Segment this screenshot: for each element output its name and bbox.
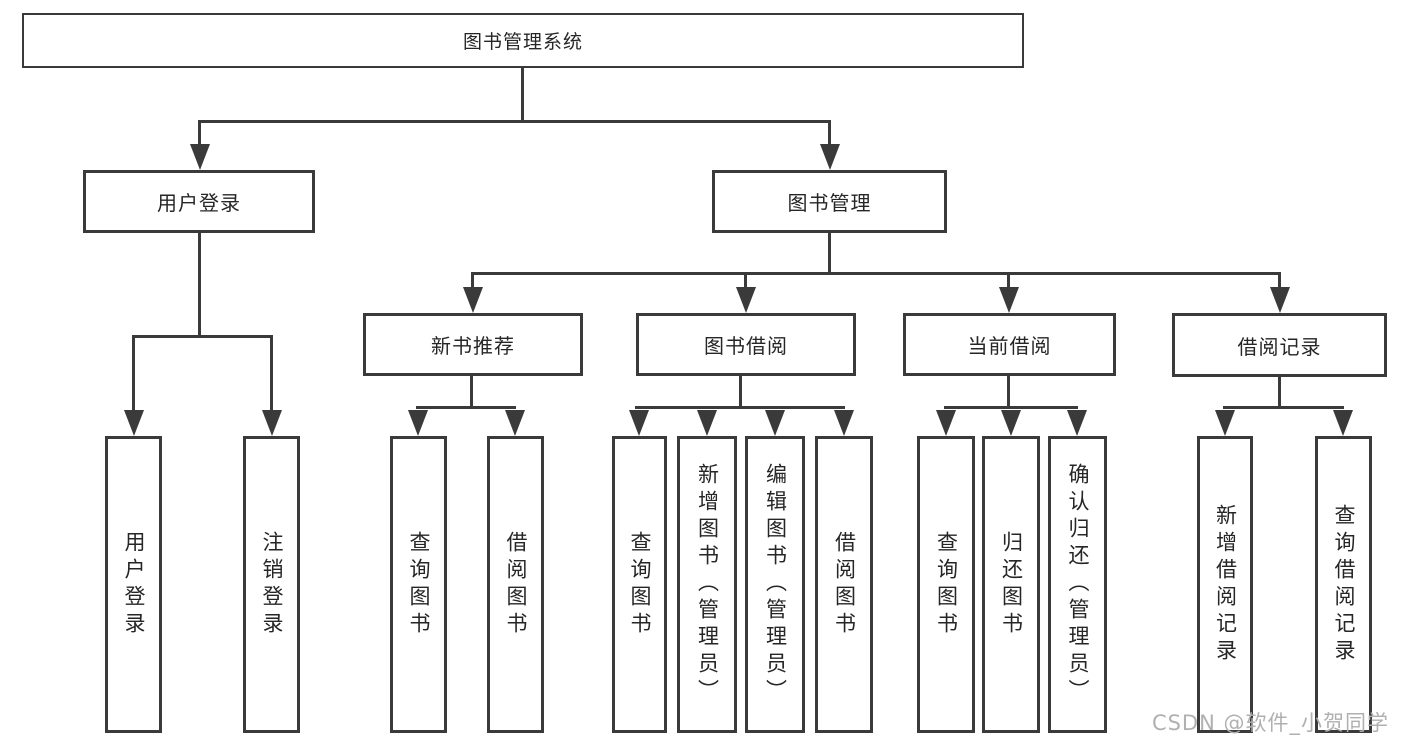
leaf-cb-confirm-return-admin-label: 确认归还（管理员） <box>1066 463 1090 706</box>
connector-shaft <box>1007 272 1010 292</box>
arrow-down-icon <box>820 144 840 170</box>
connector-shaft <box>270 335 273 413</box>
leaf-bb-edit-books-admin-label: 编辑图书（管理员） <box>763 463 788 706</box>
leaf-nb-query-books: 查询图书 <box>390 436 447 733</box>
leaf-bb-borrow-books-label: 借阅图书 <box>832 530 857 639</box>
node-book-management: 图书管理 <box>712 170 947 233</box>
leaf-user-login-label: 用户登录 <box>122 530 146 639</box>
node-user-login: 用户登录 <box>83 170 315 233</box>
leaf-nb-borrow-books: 借阅图书 <box>487 436 544 733</box>
connector-book-mgmt-stem <box>828 232 831 275</box>
node-book-management-label: 图书管理 <box>787 191 872 215</box>
connector-user-login-stem <box>198 232 201 338</box>
leaf-br-add-record-label: 新增借阅记录 <box>1213 503 1238 666</box>
node-new-book-recommend-label: 新书推荐 <box>431 334 515 358</box>
arrow-down-icon <box>736 287 756 313</box>
node-borrowing-records-label: 借阅记录 <box>1237 334 1322 359</box>
leaf-logout-label: 注销登录 <box>260 530 284 639</box>
arrow-down-icon <box>629 410 649 436</box>
connector-level1-bar <box>198 120 831 123</box>
arrow-down-icon <box>190 144 210 170</box>
arrow-down-icon <box>1001 410 1021 436</box>
arrow-down-icon <box>463 287 483 313</box>
arrow-down-icon <box>408 410 428 436</box>
arrow-down-icon <box>697 410 717 436</box>
leaf-bb-query-books: 查询图书 <box>612 436 667 733</box>
connector-shaft <box>132 335 135 413</box>
connector-bar <box>635 406 845 409</box>
connector-shaft <box>744 272 747 292</box>
node-current-borrowing-label: 当前借阅 <box>967 334 1052 358</box>
connector-root-stem <box>521 66 524 123</box>
connector-shaft <box>1278 272 1281 292</box>
node-book-borrowing: 图书借阅 <box>636 313 856 376</box>
arrow-down-icon <box>936 410 956 436</box>
connector-stem <box>739 375 742 409</box>
arrow-down-icon <box>124 410 144 436</box>
connector-stem <box>1007 375 1010 409</box>
leaf-cb-query-books: 查询图书 <box>917 436 975 733</box>
leaf-bb-borrow-books: 借阅图书 <box>815 436 873 733</box>
connector-shaft <box>471 272 474 292</box>
connector-user-login-bar <box>132 335 273 338</box>
connector-user-login-shaft <box>198 120 201 150</box>
node-borrowing-records: 借阅记录 <box>1172 313 1387 377</box>
leaf-cb-query-books-label: 查询图书 <box>934 530 959 639</box>
watermark: CSDN @软件_小贺同学 <box>1151 711 1389 735</box>
connector-level2-bar <box>471 272 1281 275</box>
leaf-cb-return-books: 归还图书 <box>982 436 1040 733</box>
connector-stem <box>1278 376 1281 409</box>
leaf-nb-borrow-books-label: 借阅图书 <box>504 530 528 639</box>
node-book-borrowing-label: 图书借阅 <box>704 334 788 358</box>
leaf-user-login: 用户登录 <box>105 436 162 733</box>
node-current-borrowing: 当前借阅 <box>903 313 1116 376</box>
connector-bar <box>944 406 1078 409</box>
leaf-logout: 注销登录 <box>243 436 300 733</box>
arrow-down-icon <box>765 410 785 436</box>
connector-bar <box>1223 406 1344 409</box>
arrow-down-icon <box>999 287 1019 313</box>
connector-stem <box>470 375 473 409</box>
leaf-bb-add-books-admin: 新增图书（管理员） <box>677 436 737 733</box>
arrow-down-icon <box>1270 287 1290 313</box>
node-user-login-label: 用户登录 <box>157 191 241 215</box>
arrow-down-icon <box>1215 410 1235 436</box>
leaf-bb-edit-books-admin: 编辑图书（管理员） <box>745 436 805 733</box>
leaf-bb-query-books-label: 查询图书 <box>628 530 652 639</box>
arrow-down-icon <box>1333 410 1353 436</box>
arrow-down-icon <box>1067 410 1087 436</box>
arrow-down-icon <box>505 410 525 436</box>
node-library-system-label: 图书管理系统 <box>462 31 583 53</box>
node-library-system: 图书管理系统 <box>22 13 1024 68</box>
leaf-bb-add-books-admin-label: 新增图书（管理员） <box>695 463 720 706</box>
node-new-book-recommend: 新书推荐 <box>363 313 583 376</box>
connector-bar <box>416 406 516 409</box>
leaf-cb-return-books-label: 归还图书 <box>999 530 1024 639</box>
leaf-br-query-record: 查询借阅记录 <box>1315 436 1372 733</box>
arrow-down-icon <box>834 410 854 436</box>
leaf-br-add-record: 新增借阅记录 <box>1197 436 1253 733</box>
leaf-cb-confirm-return-admin: 确认归还（管理员） <box>1048 436 1107 733</box>
arrow-down-icon <box>262 410 282 436</box>
connector-book-mgmt-shaft <box>828 120 831 150</box>
leaf-nb-query-books-label: 查询图书 <box>407 530 431 639</box>
leaf-br-query-record-label: 查询借阅记录 <box>1332 503 1356 666</box>
